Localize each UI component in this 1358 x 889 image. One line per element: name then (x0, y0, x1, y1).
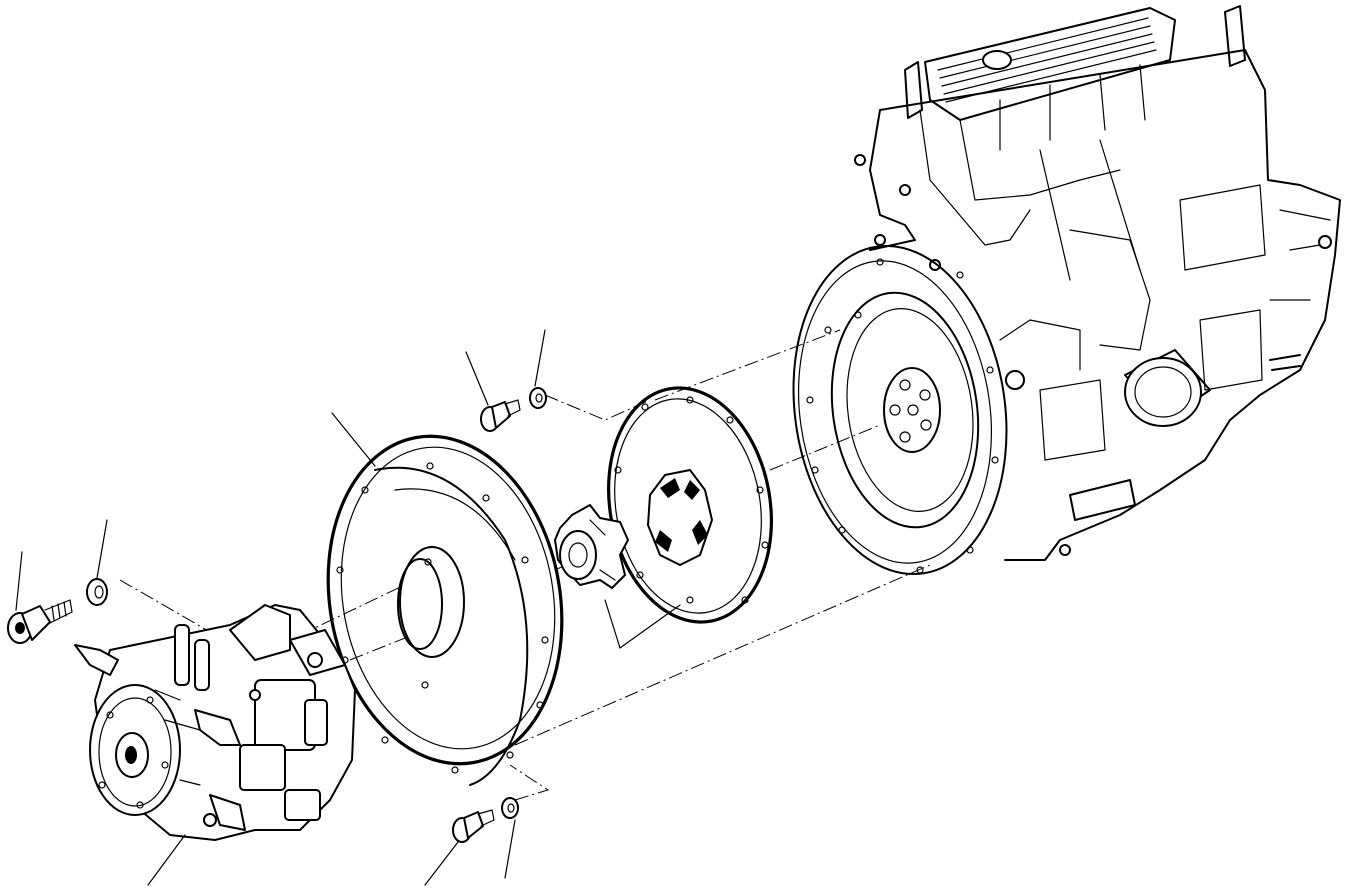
flywheel-housing (326, 434, 564, 786)
oil-filter (1124, 349, 1211, 427)
pump-mounting-washer (86, 578, 108, 606)
callout-leader-pump-washer (96, 519, 108, 579)
callout-leader-housing (331, 412, 376, 467)
plate-washer (529, 387, 547, 409)
callout-leader-coupling (604, 599, 681, 649)
callout-leader-plate-bolt (465, 351, 489, 406)
callout-leader-pump-bolt (15, 551, 23, 611)
callout-leader-plate-washer (534, 329, 546, 387)
housing-bolt (452, 809, 495, 843)
callout-leaders (15, 329, 681, 886)
pump-mounting-bolt (7, 599, 73, 644)
engine-flywheel (792, 244, 1008, 576)
callout-leader-pump (147, 834, 186, 886)
hydraulic-pump (74, 604, 356, 841)
engine-block (854, 5, 1341, 561)
callout-leader-housing-washer (504, 819, 516, 879)
coupling-hub (554, 504, 629, 589)
housing-washer (501, 797, 519, 819)
callout-leader-housing-bolt (424, 841, 459, 886)
plate-bolt (480, 399, 521, 432)
drive-plate (606, 386, 774, 624)
